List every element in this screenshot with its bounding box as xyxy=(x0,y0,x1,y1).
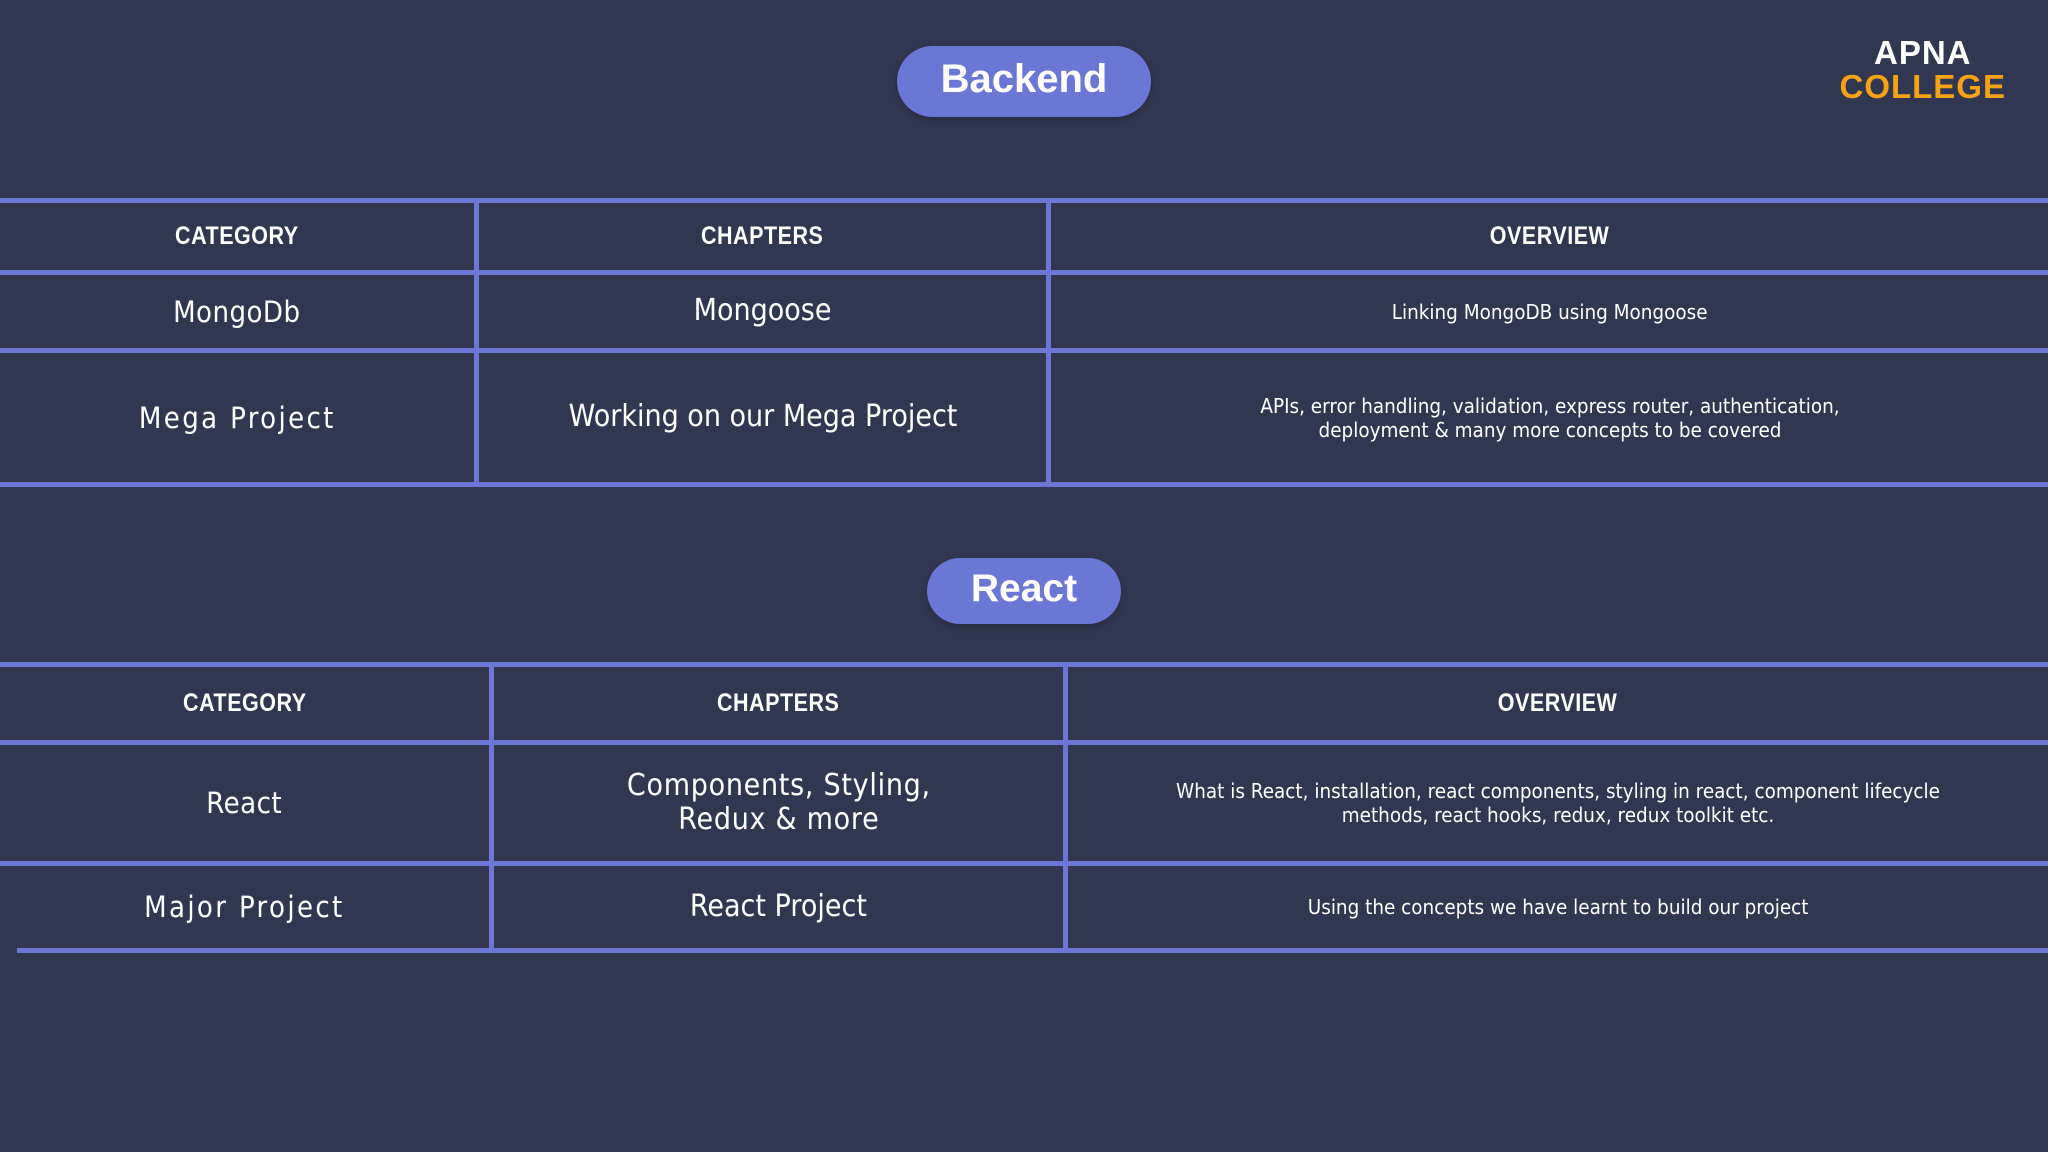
backend-row1-chapters: Mongoose xyxy=(693,293,832,329)
table-border-bottom xyxy=(0,482,2048,487)
table-row: React Project xyxy=(494,866,1063,948)
table-row: Mega Project xyxy=(0,353,474,482)
table-row: Using the concepts we have learnt to bui… xyxy=(1068,866,2048,948)
table-row: Components, Styling, Redux & more xyxy=(494,745,1063,861)
react-header-category: CATEGORY xyxy=(182,689,307,717)
table-row: Mongoose xyxy=(479,275,1046,348)
react-row2-category: Major Project xyxy=(144,890,345,924)
table-row: Linking MongoDB using Mongoose xyxy=(1051,275,2048,348)
table-row: Major Project xyxy=(0,866,489,948)
table-row: What is React, installation, react compo… xyxy=(1068,745,2048,861)
react-badge-row: React xyxy=(0,558,2048,624)
table-row: APIs, error handling, validation, expres… xyxy=(1051,353,2048,482)
apna-college-logo: APNA COLLEGE xyxy=(1839,36,2006,103)
backend-row2-overview: APIs, error handling, validation, expres… xyxy=(1259,393,1840,442)
table-border-header-divider xyxy=(0,270,2048,275)
backend-header-category: CATEGORY xyxy=(175,222,299,250)
table-row: React xyxy=(0,745,489,861)
react-row1-category: React xyxy=(206,786,283,820)
react-row2-overview: Using the concepts we have learnt to bui… xyxy=(1307,895,1809,919)
section-badge-backend: Backend xyxy=(896,46,1152,117)
react-row1-overview: What is React, installation, react compo… xyxy=(1176,779,1940,827)
table-column-divider-1 xyxy=(489,662,494,953)
table-border-header-divider xyxy=(0,740,2048,745)
table-border-row-divider xyxy=(0,348,2048,353)
react-header-chapters: CHAPTERS xyxy=(717,689,840,717)
table-column-divider-2 xyxy=(1046,198,1051,482)
table-column-divider-2 xyxy=(1063,662,1068,953)
backend-badge-row: Backend xyxy=(0,46,2048,117)
table-row: MongoDb xyxy=(0,275,474,348)
backend-header-chapters: CHAPTERS xyxy=(701,222,824,250)
table-border-top xyxy=(0,198,2048,203)
react-row1-chapters: Components, Styling, Redux & more xyxy=(626,767,931,837)
table-border-bottom xyxy=(17,948,2048,953)
table-column-divider-1 xyxy=(474,198,479,482)
react-row2-chapters: React Project xyxy=(689,888,868,924)
backend-header-overview: OVERVIEW xyxy=(1489,222,1610,250)
table-border-row-divider xyxy=(0,861,2048,866)
backend-row2-chapters: Working on our Mega Project xyxy=(568,399,957,435)
logo-line-apna: APNA xyxy=(1873,34,1972,71)
backend-row1-category: MongoDb xyxy=(173,294,301,329)
table-row: Working on our Mega Project xyxy=(479,353,1046,482)
table-border-top xyxy=(0,662,2048,667)
backend-row1-overview: Linking MongoDB using Mongoose xyxy=(1391,299,1708,324)
section-badge-react: React xyxy=(926,558,1122,624)
backend-row2-category: Mega Project xyxy=(138,400,336,435)
react-header-overview: OVERVIEW xyxy=(1498,689,1618,717)
logo-line-college: COLLEGE xyxy=(1839,67,2006,105)
